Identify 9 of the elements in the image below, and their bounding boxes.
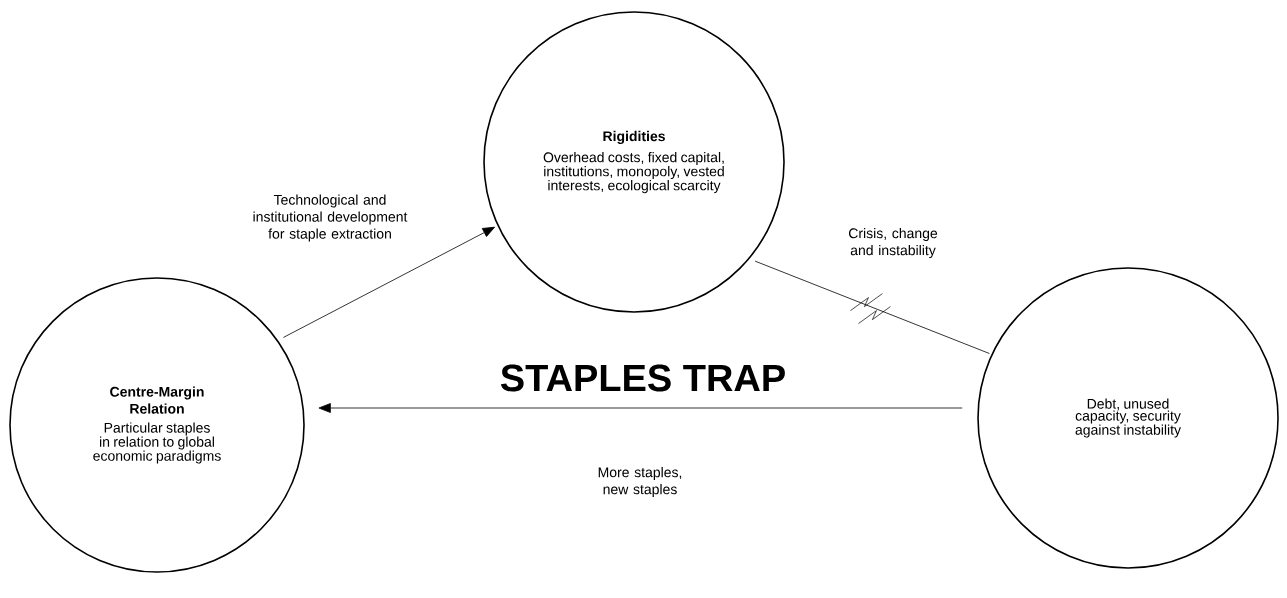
- circle-node: Debt, unused capacity, security against instability: [977, 267, 1279, 569]
- circle-node: Centre-Margin Relation Particular staples in relation to global economic paradigms: [9, 277, 305, 573]
- arrow: [283, 226, 495, 338]
- edge-label: Crisis, change and instability: [849, 228, 938, 259]
- arrow: [318, 403, 963, 413]
- title: STAPLES TRAP: [500, 364, 785, 392]
- circle-node: Rigidities Overhead costs, fixed capital, institutions, monopoly, vested interests, ecological scarcity: [483, 11, 785, 313]
- edge-label: Technological and institutional development for staple extraction: [253, 194, 408, 242]
- edge-label: More staples, new staples: [598, 467, 682, 498]
